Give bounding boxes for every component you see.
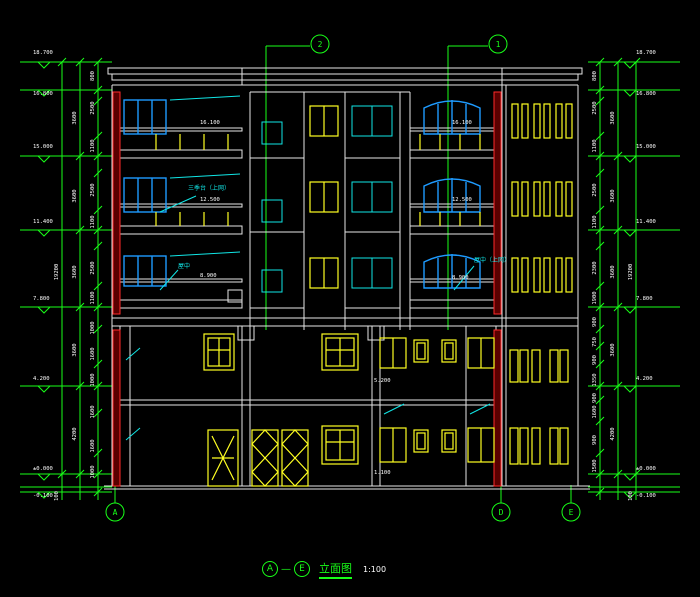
- left-level-mark: 16.800: [33, 91, 53, 97]
- axis-bubble-a: [105, 502, 125, 522]
- right-level-mark: 16.800: [636, 91, 656, 97]
- left-dim-value: 3600: [72, 189, 78, 202]
- axis-label-bottom: D: [499, 508, 504, 517]
- left-level-mark: 15.000: [33, 144, 53, 150]
- right-dim-value: 100: [628, 491, 634, 501]
- right-dim-value: 800: [592, 71, 598, 81]
- right-dim-value: 900: [592, 317, 598, 327]
- axis-bubble-e: [561, 502, 581, 522]
- left-level-mark: 7.800: [33, 296, 50, 302]
- building-outline: [104, 67, 590, 490]
- title-dash: —: [281, 563, 291, 575]
- left-dim-value: 1600: [90, 405, 96, 418]
- drawing-title: A — E 立面图 1:100: [262, 559, 386, 579]
- axis-label-bottom: E: [569, 508, 574, 517]
- inner-level-label-right: 12.500: [452, 197, 472, 203]
- right-dim-value: 900: [592, 355, 598, 365]
- left-level-mark: -0.100: [33, 493, 53, 499]
- right-dim-value: 900: [592, 435, 598, 445]
- right-level-mark: 4.200: [636, 376, 653, 382]
- title-scale: 1:100: [363, 564, 387, 574]
- right-dim-value: 750: [592, 337, 598, 347]
- right-dim-value: 3600: [610, 189, 616, 202]
- right-level-mark: 15.000: [636, 144, 656, 150]
- left-dim-value: 2500: [90, 261, 96, 274]
- right-dim-value: 1900: [592, 291, 598, 304]
- right-level-mark: ±0.000: [636, 466, 656, 472]
- right-dim-value: 2500: [592, 183, 598, 196]
- left-dim-value: 2500: [90, 101, 96, 114]
- right-dim-value: 3600: [610, 343, 616, 356]
- note-leaders: [159, 195, 475, 291]
- right-dim-value: 2500: [592, 101, 598, 114]
- left-dim-value: 800: [90, 71, 96, 81]
- left-dim-value: 4200: [72, 427, 78, 440]
- left-dim-value: 3600: [72, 111, 78, 124]
- left-dim-value: 2500: [90, 183, 96, 196]
- right-dim-value: 3600: [610, 111, 616, 124]
- right-level-mark: -0.100: [636, 493, 656, 499]
- right-dim-value: 1350: [592, 373, 598, 386]
- left-bay-windows: [123, 95, 241, 287]
- right-dim-value: 1500: [592, 459, 598, 472]
- inner-level-label: 16.100: [200, 120, 220, 126]
- axis-lines: [105, 34, 581, 522]
- axis-label-bottom: A: [113, 508, 118, 517]
- red-columns: [112, 91, 502, 487]
- right-block-windows: [509, 103, 573, 465]
- inner-level-label: 12.500: [200, 197, 220, 203]
- axis-bubble-1: [488, 34, 508, 54]
- left-dim-value: 3600: [72, 265, 78, 278]
- title-axis-to: E: [294, 561, 310, 577]
- left-dim-value: 3600: [72, 343, 78, 356]
- right-dim-value: 1100: [592, 215, 598, 228]
- right-dim-value: 1600: [592, 405, 598, 418]
- right-bay-windows: [419, 100, 481, 289]
- axis-bubble-2: [310, 34, 330, 54]
- right-dimension-lines: [588, 57, 680, 500]
- left-dimension-lines: [20, 57, 112, 500]
- inner-level-label-right: 16.100: [452, 120, 472, 126]
- left-level-mark: 4.200: [33, 376, 50, 382]
- title-axis-from: A: [262, 561, 278, 577]
- right-dim-value: 4200: [610, 427, 616, 440]
- inner-level-label: 1.100: [374, 470, 391, 476]
- right-dim-value: 19200: [628, 264, 634, 281]
- stair-core-windows: [261, 105, 393, 293]
- right-dim-value: 900: [592, 393, 598, 403]
- left-dim-value: 1600: [90, 347, 96, 360]
- left-dim-value: 19200: [54, 264, 60, 281]
- room-note: 屋中（上网）: [474, 256, 510, 264]
- ground-floor-openings: [125, 333, 495, 487]
- left-level-mark: ±0.000: [33, 466, 53, 472]
- right-dim-value: 3600: [610, 265, 616, 278]
- room-note: 屋中: [178, 262, 190, 270]
- inner-level-label: 5.200: [374, 378, 391, 384]
- axis-label-top: 2: [318, 40, 323, 49]
- left-dim-value: 1600: [90, 439, 96, 452]
- right-level-mark: 7.800: [636, 296, 653, 302]
- axis-label-top: 1: [496, 40, 501, 49]
- left-dim-value: 100: [54, 491, 60, 501]
- left-level-mark: 18.700: [33, 50, 53, 56]
- inner-level-label-right: 8.900: [452, 275, 469, 281]
- inner-level-label: 8.900: [200, 273, 217, 279]
- right-dim-value: 2300: [592, 261, 598, 274]
- room-note: 三季台（上网）: [188, 184, 230, 192]
- left-level-mark: 11.400: [33, 219, 53, 225]
- left-dim-value: 1100: [90, 215, 96, 228]
- right-level-mark: 11.400: [636, 219, 656, 225]
- axis-bubble-d: [491, 502, 511, 522]
- title-name: 立面图: [319, 560, 352, 579]
- left-dim-value: 1000: [90, 465, 96, 478]
- right-dim-value: 1100: [592, 139, 598, 152]
- right-level-mark: 18.700: [636, 50, 656, 56]
- left-dim-value: 1100: [90, 291, 96, 304]
- left-dim-value: 1000: [90, 373, 96, 386]
- left-dim-value: 1100: [90, 139, 96, 152]
- left-dim-value: 1000: [90, 321, 96, 334]
